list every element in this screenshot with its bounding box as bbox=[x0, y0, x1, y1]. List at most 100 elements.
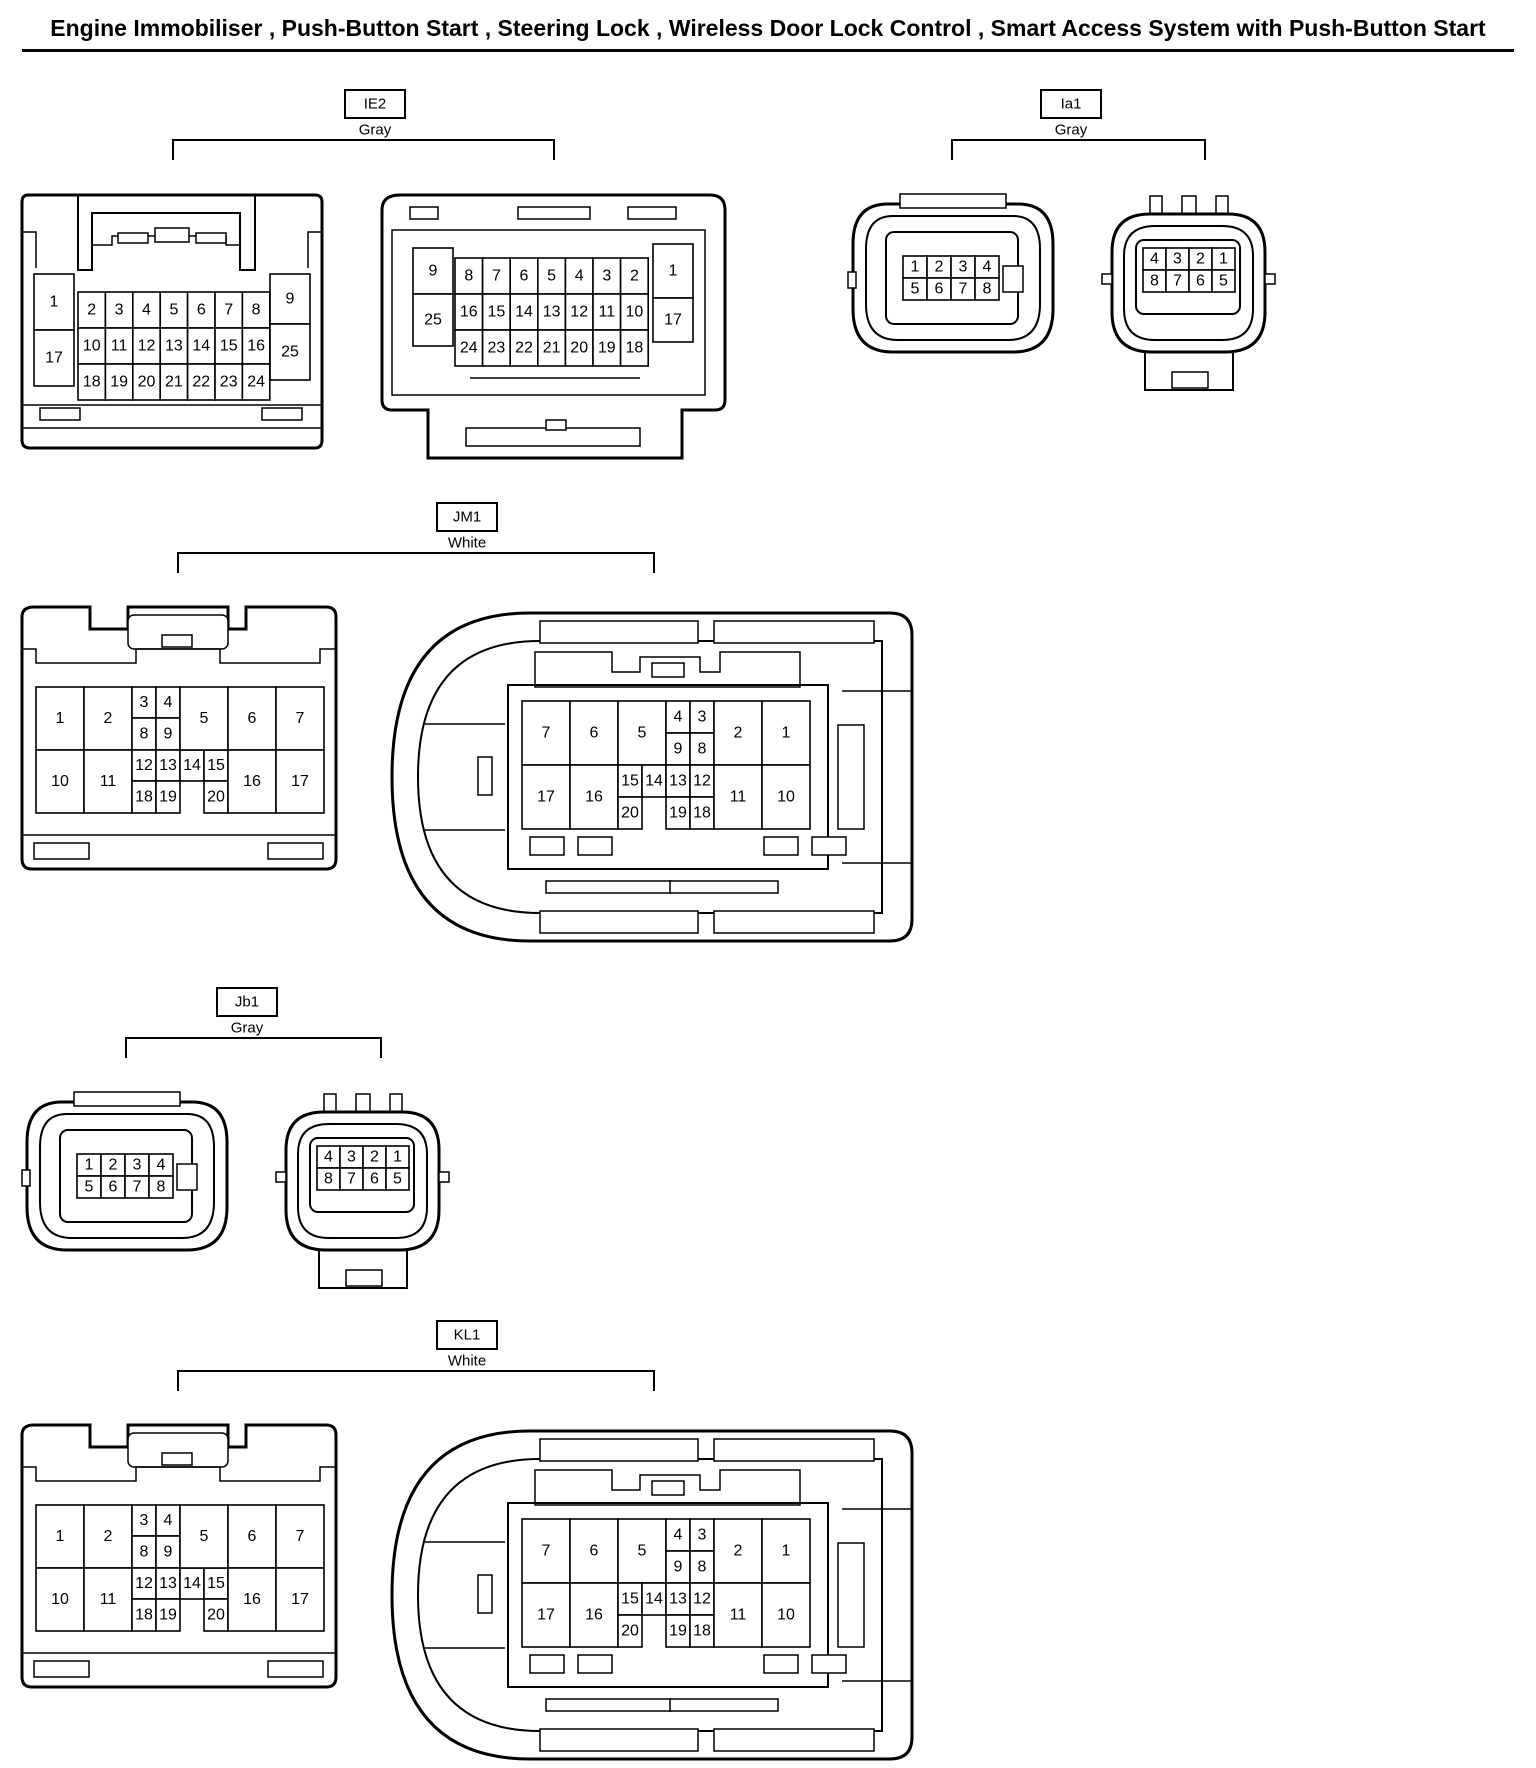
terminal-slot bbox=[763, 1654, 799, 1674]
pin-cell: 19 bbox=[104, 363, 134, 401]
pin-cell: 13 bbox=[155, 1567, 181, 1600]
pin-cell: 20 bbox=[617, 1614, 643, 1648]
pin-number: 2 bbox=[104, 710, 113, 727]
pin-number: 15 bbox=[621, 773, 639, 790]
pin-cell: 4 bbox=[974, 255, 1000, 279]
pin-number: 17 bbox=[537, 1607, 555, 1624]
pin-box bbox=[617, 1614, 643, 1648]
pin-box bbox=[617, 700, 667, 766]
pin-number: 2 bbox=[87, 302, 96, 319]
pin-cell: 16 bbox=[227, 1567, 277, 1632]
side-rail bbox=[307, 231, 322, 268]
top-post bbox=[1215, 195, 1229, 215]
pin-number: 9 bbox=[286, 291, 295, 308]
pin-number: 17 bbox=[664, 312, 682, 329]
pin-box bbox=[592, 329, 622, 367]
pin-number: 17 bbox=[45, 350, 63, 367]
pin-cell: 2 bbox=[1188, 247, 1213, 271]
side-nub bbox=[1264, 273, 1276, 285]
foot-slot bbox=[267, 1660, 324, 1678]
pin-box bbox=[617, 796, 643, 830]
pin-box bbox=[536, 293, 567, 331]
top-post bbox=[355, 1093, 371, 1113]
pin-number: 8 bbox=[1150, 273, 1159, 290]
pin-number: 22 bbox=[192, 374, 210, 391]
pin-cell: 10 bbox=[761, 764, 811, 830]
terminal-slot bbox=[577, 836, 613, 856]
pin-number: 1 bbox=[911, 259, 920, 276]
pin-cell: 18 bbox=[689, 1614, 715, 1648]
pin-cell: 3 bbox=[104, 291, 134, 329]
pin-cell: 8 bbox=[148, 1175, 174, 1199]
pin-cell: 11 bbox=[104, 327, 134, 365]
pin-number: 3 bbox=[1173, 251, 1182, 268]
pin-number: 6 bbox=[1196, 273, 1205, 290]
top-slot bbox=[539, 620, 699, 644]
pin-box bbox=[641, 1582, 667, 1616]
latch-tab bbox=[651, 662, 685, 678]
pin-cell: 2 bbox=[619, 257, 649, 295]
pin-box bbox=[412, 247, 454, 295]
pin-box bbox=[179, 686, 229, 751]
pin-cell: 23 bbox=[481, 329, 512, 367]
body-outline bbox=[20, 1423, 338, 1689]
pin-cell: 2 bbox=[83, 1504, 133, 1569]
pin-cell: 9 bbox=[412, 247, 454, 295]
pin-cell: 1 bbox=[902, 255, 928, 279]
connector-code: Ia1 bbox=[1061, 96, 1082, 113]
pin-number: 22 bbox=[515, 340, 533, 357]
ie2-left-connector-face: 1179252101831119412205132161422715238162… bbox=[20, 193, 324, 450]
bracket-line bbox=[177, 552, 655, 573]
pin-number: 3 bbox=[959, 259, 968, 276]
pin-number: 15 bbox=[488, 304, 506, 321]
bracket-line bbox=[125, 1037, 382, 1058]
pin-cell: 12 bbox=[689, 764, 715, 798]
pin-cell: 2 bbox=[100, 1153, 126, 1177]
pin-number: 3 bbox=[698, 1527, 707, 1544]
connector-code: IE2 bbox=[364, 96, 387, 113]
pin-cell: 8 bbox=[689, 732, 715, 766]
pin-number: 8 bbox=[983, 281, 992, 298]
inner-shell bbox=[39, 1113, 215, 1239]
side-nub bbox=[1101, 273, 1113, 285]
pin-cell: 12 bbox=[564, 293, 594, 331]
lower-rib bbox=[669, 880, 779, 894]
pin-number: 3 bbox=[602, 268, 611, 285]
pin-box bbox=[241, 363, 271, 401]
pin-number: 16 bbox=[585, 789, 603, 806]
pin-number: 3 bbox=[133, 1157, 142, 1174]
pin-number: 6 bbox=[109, 1179, 118, 1196]
pin-cell: 8 bbox=[1142, 269, 1167, 293]
pin-box bbox=[131, 1598, 157, 1632]
pin-number: 1 bbox=[85, 1157, 94, 1174]
bottom-slot bbox=[539, 910, 699, 934]
pin-number: 10 bbox=[51, 773, 69, 790]
pin-cell: 14 bbox=[186, 327, 216, 365]
pin-cell: 13 bbox=[665, 1582, 691, 1616]
pin-number: 19 bbox=[669, 805, 687, 822]
connector-color: Gray bbox=[359, 122, 392, 139]
pin-number: 6 bbox=[197, 302, 206, 319]
pin-number: 14 bbox=[645, 773, 663, 790]
pin-box bbox=[104, 291, 134, 329]
pin-cell: 17 bbox=[652, 297, 694, 343]
pin-cell: 12 bbox=[131, 749, 157, 782]
pin-cell: 18 bbox=[131, 780, 157, 814]
foot-slot bbox=[267, 842, 324, 860]
lower-rib bbox=[545, 880, 673, 894]
pin-cell: 5 bbox=[76, 1175, 102, 1199]
grip-line bbox=[425, 723, 505, 831]
pin-cell: 6 bbox=[186, 291, 216, 329]
pin-box bbox=[564, 257, 594, 295]
latch-tab bbox=[154, 227, 190, 243]
pin-number: 14 bbox=[515, 304, 533, 321]
pin-number: 7 bbox=[224, 302, 233, 319]
pin-number: 8 bbox=[698, 1559, 707, 1576]
body-outline bbox=[20, 605, 338, 871]
pin-box bbox=[974, 277, 1000, 301]
pin-number: 13 bbox=[159, 757, 177, 774]
pin-box bbox=[761, 764, 811, 830]
pin-number: 3 bbox=[140, 1512, 149, 1529]
top-post bbox=[389, 1093, 403, 1113]
